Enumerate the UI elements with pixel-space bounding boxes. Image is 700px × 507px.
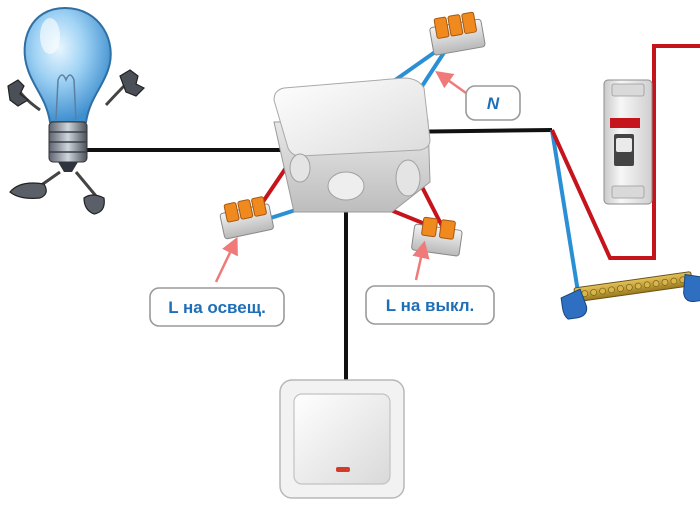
callout-n: N xyxy=(465,85,521,121)
junction-box-gland-left xyxy=(289,153,311,183)
wall-switch-icon xyxy=(279,379,405,499)
bulb-tip xyxy=(58,162,78,172)
connector-switch-lever-1 xyxy=(421,216,439,238)
light-bulb-icon xyxy=(7,6,146,215)
connector-lighting-lever-1 xyxy=(223,202,240,223)
connector-switch-lever-2 xyxy=(439,219,456,240)
breaker-bottom-terminal xyxy=(611,185,645,199)
connector-lighting-lever-3 xyxy=(251,196,267,217)
bus-bar-screw xyxy=(652,280,660,287)
bulb-right-shoe xyxy=(83,194,105,215)
ground-bus-bar-icon xyxy=(560,271,700,320)
bus-bar-screw xyxy=(634,282,642,290)
bulb-right-hand xyxy=(119,69,146,97)
callout-arrow-lighting xyxy=(214,236,238,283)
bulb-highlight xyxy=(40,18,60,54)
junction-box-lid xyxy=(273,77,431,157)
junction-box-gland-right xyxy=(395,159,421,197)
bus-bar-screw xyxy=(661,279,669,286)
breaker-label xyxy=(610,118,640,128)
callout-lighting-box xyxy=(149,287,285,327)
bus-bar-right-insulator xyxy=(683,273,700,303)
bus-bar-screw xyxy=(599,287,606,295)
bus-bar-brass xyxy=(573,271,693,303)
callout-arrows xyxy=(214,70,467,283)
callout-arrow-n xyxy=(435,70,467,95)
switch-indicator xyxy=(336,467,350,472)
bus-bar-screw xyxy=(590,289,597,296)
callout-n-text: N xyxy=(487,94,500,113)
junction-box-icon xyxy=(273,77,431,213)
connector-n-lever-2 xyxy=(447,14,464,37)
connector-lighting-lever-2 xyxy=(237,199,254,220)
callout-n-box xyxy=(465,85,521,121)
bulb-right-arm xyxy=(104,82,128,107)
connector-n xyxy=(429,11,486,56)
bus-bar-left-insulator xyxy=(560,288,588,320)
breaker-top-terminal xyxy=(611,83,645,97)
bus-bar-screw xyxy=(608,286,615,294)
callout-switch-box xyxy=(365,285,495,325)
junction-box-gland-front xyxy=(327,171,365,201)
bus-bar-screw xyxy=(617,285,624,292)
callout-arrow-switch xyxy=(412,240,430,281)
connector-n-lever-3 xyxy=(461,11,477,34)
bulb-filament xyxy=(55,74,77,121)
phase-wire-breaker xyxy=(550,44,700,260)
connector-n-lever-1 xyxy=(433,16,450,39)
bulb-right-leg xyxy=(74,171,98,197)
bus-bar-screw xyxy=(626,284,633,291)
bulb-left-hand xyxy=(7,79,30,107)
circuit-breaker-icon xyxy=(603,79,653,205)
neutral-wire-bus xyxy=(550,129,580,293)
switch-key xyxy=(293,393,391,485)
bulb-glass xyxy=(23,6,112,123)
callout-lighting: L на освещ. xyxy=(149,287,285,327)
bus-bar-screw xyxy=(670,277,678,285)
bus-bar-screw xyxy=(643,281,651,289)
bulb-left-shoe xyxy=(9,182,47,199)
connector-lighting xyxy=(219,196,274,240)
callout-switch: L на выкл. xyxy=(365,285,495,325)
callout-lighting-text: L на освещ. xyxy=(168,298,266,317)
callout-switch-text: L на выкл. xyxy=(386,296,474,315)
breaker-toggle xyxy=(616,138,632,152)
